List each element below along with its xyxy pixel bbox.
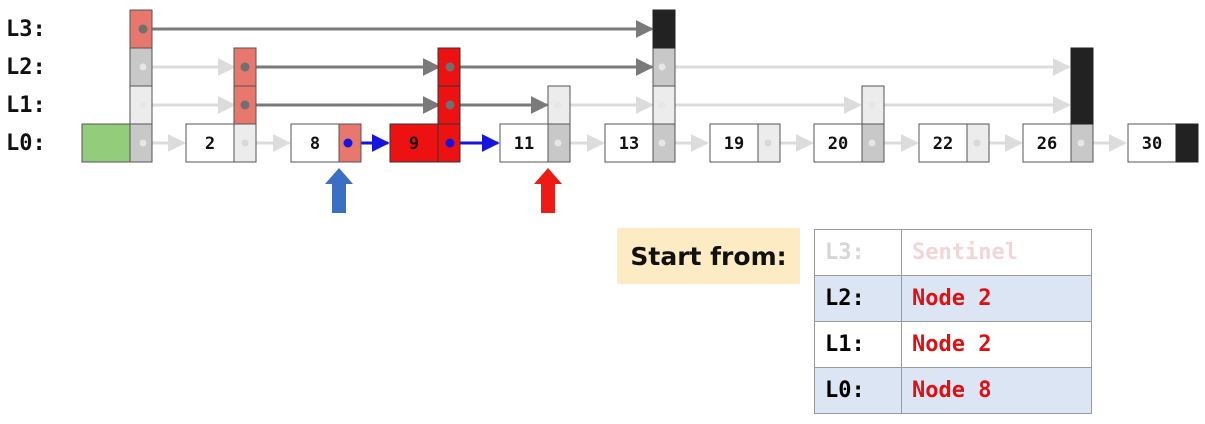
node-13: 13 xyxy=(604,9,676,163)
node-30-key-cell xyxy=(1127,123,1177,163)
dot-node2-l2 xyxy=(240,62,250,72)
node-9-key-cell xyxy=(389,123,439,163)
start-row-level: L2: xyxy=(814,275,902,322)
start-row-level: L3: xyxy=(814,229,902,276)
start-row-value: Node 2 xyxy=(901,321,1092,368)
node-8-key-cell xyxy=(290,123,340,163)
dot-node8-l0 xyxy=(343,138,353,148)
node-20-key: 20 xyxy=(828,134,848,154)
level-label-l0: L0: xyxy=(6,131,46,156)
dot-node19-l0 xyxy=(764,139,772,147)
dot-node2-l1 xyxy=(240,100,250,110)
dot-node2-l0 xyxy=(241,139,249,147)
dot-sentinel-l0 xyxy=(139,139,147,147)
start-row-value: Node 2 xyxy=(901,275,1092,322)
dot-node9-l1 xyxy=(445,100,455,110)
dot-node9-l2 xyxy=(445,62,455,72)
dot-node20-l1 xyxy=(868,101,876,109)
node-8: 8 xyxy=(290,123,362,163)
start-row-l1: L1: Node 2 xyxy=(814,321,1092,368)
node-13-l3-cell xyxy=(652,9,676,49)
start-row-level: L0: xyxy=(814,367,902,414)
sentinel-node xyxy=(81,9,153,163)
node-19-key: 19 xyxy=(724,134,744,154)
start-row-value: Node 8 xyxy=(901,367,1092,414)
node-11-key-cell xyxy=(499,123,549,163)
node-22: 22 xyxy=(918,123,990,163)
red-up-arrow-icon xyxy=(534,168,562,213)
start-from-table: L3: Sentinel L2: Node 2 L1: Node 2 L0: N… xyxy=(814,229,1092,414)
pointer-lines xyxy=(143,20,1127,152)
node-9-key: 9 xyxy=(409,134,419,154)
start-row-level: L1: xyxy=(814,321,902,368)
node-26-key: 26 xyxy=(1037,134,1057,154)
node-26: 26 xyxy=(1022,47,1094,163)
dot-node26-l0 xyxy=(1077,139,1085,147)
level-label-l3: L3: xyxy=(6,17,46,42)
pointer-dots xyxy=(138,24,1085,148)
node-26-l2-cell xyxy=(1070,47,1094,87)
level-label-l2: L2: xyxy=(6,55,46,80)
dot-node13-l2 xyxy=(658,63,666,71)
dot-node11-l1 xyxy=(554,101,562,109)
dot-node13-l0 xyxy=(658,139,666,147)
blue-up-arrow-icon xyxy=(325,168,353,213)
sentinel-head-cell xyxy=(81,123,131,163)
node-11-key: 11 xyxy=(514,134,534,154)
node-2-key-cell xyxy=(185,123,235,163)
start-row-l2: L2: Node 2 xyxy=(814,275,1092,322)
dot-sentinel-l1 xyxy=(139,101,147,109)
node-13-key: 13 xyxy=(619,134,639,154)
node-13-key-cell xyxy=(604,123,654,163)
node-22-key-cell xyxy=(918,123,968,163)
node-26-l1-cell xyxy=(1070,85,1094,125)
node-30: 30 xyxy=(1127,123,1199,163)
start-row-l3: L3: Sentinel xyxy=(814,229,1092,276)
start-row-value: Sentinel xyxy=(901,229,1092,276)
node-20: 20 xyxy=(813,85,885,163)
dot-node22-l0 xyxy=(973,139,981,147)
node-19: 19 xyxy=(709,123,781,163)
node-9: 9 xyxy=(389,47,461,163)
dot-node11-l0 xyxy=(554,139,562,147)
dot-sentinel-l3 xyxy=(138,24,148,34)
level-label-l1: L1: xyxy=(6,93,46,118)
start-from-label: Start from: xyxy=(617,228,800,284)
dot-sentinel-l2 xyxy=(139,63,147,71)
dot-node9-l0 xyxy=(445,138,455,148)
node-19-key-cell xyxy=(709,123,759,163)
start-row-l0: L0: Node 8 xyxy=(814,367,1092,414)
node-30-l0-cell xyxy=(1175,123,1199,163)
node-22-key: 22 xyxy=(933,134,953,154)
node-2-key: 2 xyxy=(205,134,215,154)
dot-node20-l0 xyxy=(868,139,876,147)
dot-node13-l1 xyxy=(658,101,666,109)
node-8-key: 8 xyxy=(310,134,320,154)
node-30-key: 30 xyxy=(1142,134,1162,154)
node-11: 11 xyxy=(499,85,571,163)
